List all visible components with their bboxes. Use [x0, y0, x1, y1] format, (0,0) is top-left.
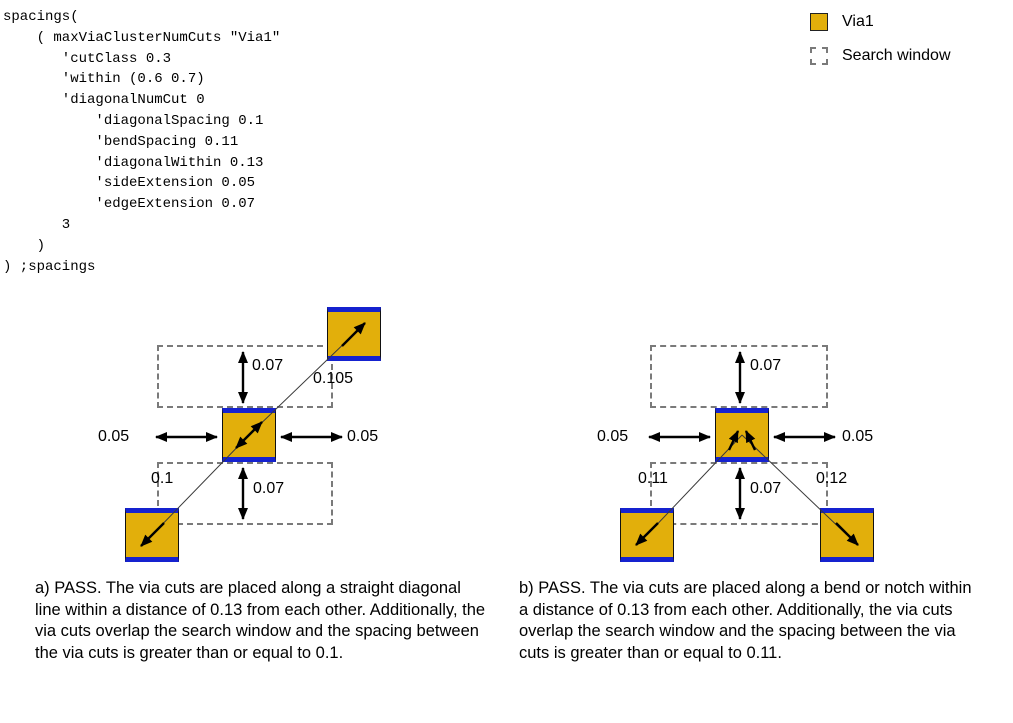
legend-item-via1: Via1 — [810, 13, 951, 31]
code-line: 'diagonalNumCut 0 — [3, 92, 205, 109]
diagram-a: 0.07 0.105 0.05 0.05 0.1 0.07 — [85, 300, 405, 572]
search-window-top — [157, 345, 333, 408]
label-right-gap: 0.05 — [842, 428, 874, 445]
code-line: ( maxViaClusterNumCuts "Via1" — [3, 29, 281, 46]
via-bottom-left — [125, 508, 179, 562]
via-center — [715, 408, 769, 462]
label-diag-lower: 0.1 — [151, 470, 174, 487]
caption-a: a) PASS. The via cuts are placed along a… — [35, 579, 486, 662]
code-line: 'edgeExtension 0.07 — [3, 196, 256, 213]
label-left-gap: 0.05 — [98, 428, 130, 445]
label-bottom-gap: 0.07 — [253, 480, 285, 497]
via-center — [222, 408, 276, 462]
label-right-gap: 0.05 — [347, 428, 379, 445]
code-line: spacings( — [3, 9, 79, 25]
legend: Via1 Search window — [810, 13, 951, 65]
via1-swatch-icon — [810, 13, 828, 31]
label-diag-upper: 0.105 — [313, 370, 354, 387]
label-top-gap: 0.07 — [252, 357, 284, 374]
label-top-gap: 0.07 — [750, 357, 782, 374]
code-line: 'sideExtension 0.05 — [3, 175, 256, 192]
legend-label-via1: Via1 — [842, 13, 874, 30]
diagram-b: 0.07 0.05 0.05 0.11 0.12 0.07 — [580, 300, 910, 572]
code-line: 'diagonalSpacing 0.1 — [3, 112, 264, 129]
via-bottom-left — [620, 508, 674, 562]
search-window-swatch-icon — [810, 47, 828, 65]
code-line: 'within (0.6 0.7) — [3, 71, 205, 88]
code-block: spacings( ( maxViaClusterNumCuts "Via1" … — [3, 7, 280, 277]
search-window-top — [650, 345, 828, 408]
code-line: 'bendSpacing 0.11 — [3, 133, 239, 150]
legend-label-search-window: Search window — [842, 47, 951, 64]
label-left-gap: 0.05 — [597, 428, 629, 445]
search-window-bottom — [650, 462, 828, 525]
caption-b: b) PASS. The via cuts are placed along a… — [519, 579, 972, 662]
search-window-bottom — [157, 462, 333, 525]
code-line: ) ;spacings — [3, 258, 96, 275]
label-diag-right: 0.12 — [816, 470, 848, 487]
code-line: ) — [3, 237, 46, 254]
code-line: 'diagonalWithin 0.13 — [3, 154, 264, 171]
via-top-right — [327, 307, 381, 361]
via-bottom-right — [820, 508, 874, 562]
label-bottom-gap: 0.07 — [750, 480, 782, 497]
code-line: 'cutClass 0.3 — [3, 50, 172, 67]
label-diag-left: 0.11 — [638, 470, 668, 487]
legend-item-search-window: Search window — [810, 47, 951, 65]
code-line: 3 — [3, 216, 71, 233]
